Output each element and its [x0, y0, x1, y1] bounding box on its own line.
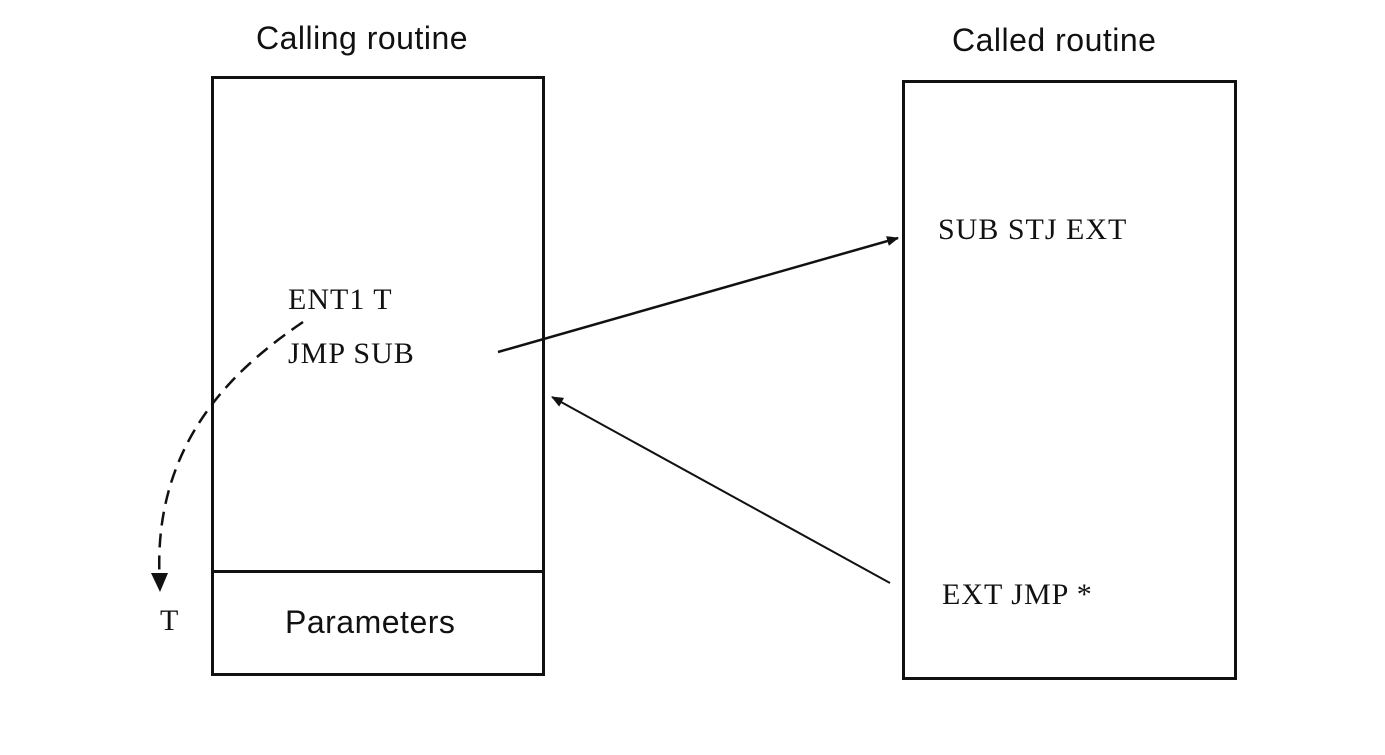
sub-stj-ext-instruction: SUB STJ EXT: [938, 213, 1128, 246]
calling-routine-title: Calling routine: [256, 20, 469, 56]
called-routine-box: [902, 80, 1237, 680]
called-routine-title: Called routine: [952, 22, 1157, 58]
return-arrow: [551, 396, 891, 584]
parameters-label: Parameters: [285, 604, 456, 640]
parameters-divider: [211, 570, 545, 573]
ent1-instruction: ENT1 T: [288, 283, 393, 316]
parameter-pointer-arrowhead: [151, 573, 168, 592]
parameter-address-label: T: [160, 604, 180, 637]
call-arrow: [497, 236, 899, 354]
calling-routine-box: [211, 76, 545, 676]
parameter-pointer-arrow: [157, 320, 304, 586]
ext-jmp-instruction: EXT JMP *: [942, 578, 1093, 611]
jmp-sub-instruction: JMP SUB: [288, 337, 415, 370]
